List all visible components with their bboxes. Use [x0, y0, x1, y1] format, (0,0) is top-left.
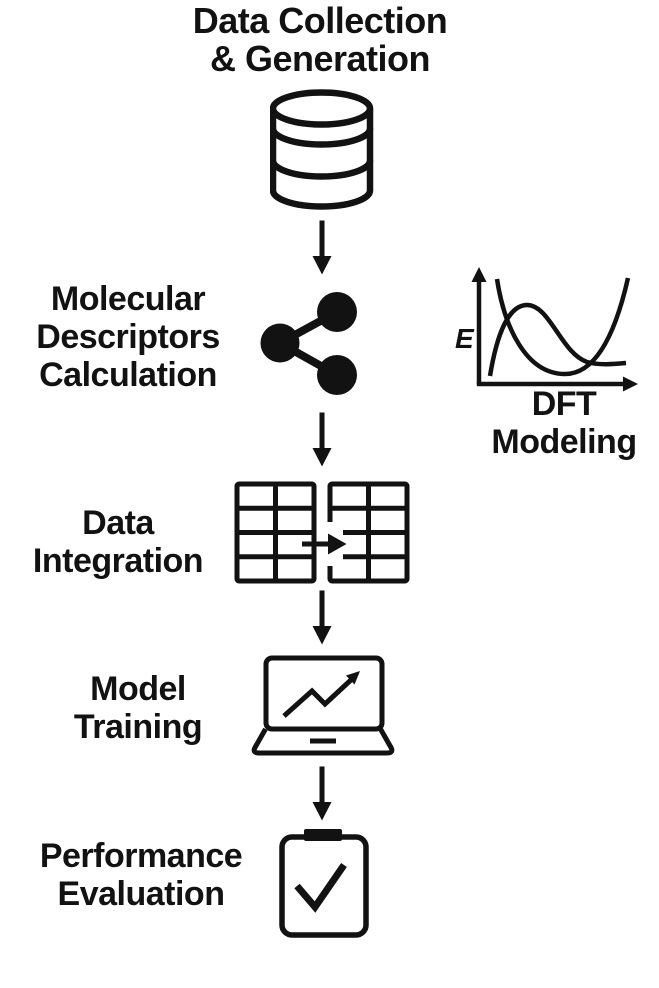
label-line: Data Collection: [192, 0, 448, 41]
step-label-data-integration: Data Integration: [0, 504, 236, 580]
down-arrow-icon: [312, 220, 332, 275]
label-line: Training: [73, 708, 203, 746]
down-arrow-icon: [312, 412, 332, 467]
label-line: Calculation: [39, 356, 217, 394]
energy-plot-icon: E: [455, 267, 638, 392]
label-line: Data: [82, 504, 154, 542]
label-line: DFT: [531, 385, 597, 423]
database-icon: [270, 89, 374, 210]
label-line: Model: [90, 670, 186, 708]
step-label-dft-modeling: DFT Modeling: [444, 385, 659, 461]
step-label-model-training: Model Training: [13, 670, 263, 746]
label-line: Descriptors: [36, 318, 220, 356]
down-arrow-icon: [312, 590, 332, 645]
label-line: Evaluation: [57, 875, 225, 913]
step-label-performance-evaluation: Performance Evaluation: [16, 837, 266, 913]
share-nodes-icon: [260, 292, 357, 395]
step-label-data-collection: Data Collection & Generation: [70, 2, 570, 78]
energy-axis-label: E: [455, 323, 475, 354]
laptop-chart-icon: [251, 655, 395, 756]
label-line: Molecular: [50, 280, 206, 318]
down-arrow-icon: [312, 766, 332, 821]
tables-merge-icon: [234, 481, 410, 584]
clipboard-check-icon: [279, 829, 369, 938]
label-line: Performance: [39, 837, 243, 875]
label-line: Modeling: [491, 423, 637, 461]
label-line: & Generation: [209, 38, 431, 79]
step-label-molecular-descriptors: Molecular Descriptors Calculation: [3, 280, 253, 394]
label-line: Integration: [32, 542, 204, 580]
